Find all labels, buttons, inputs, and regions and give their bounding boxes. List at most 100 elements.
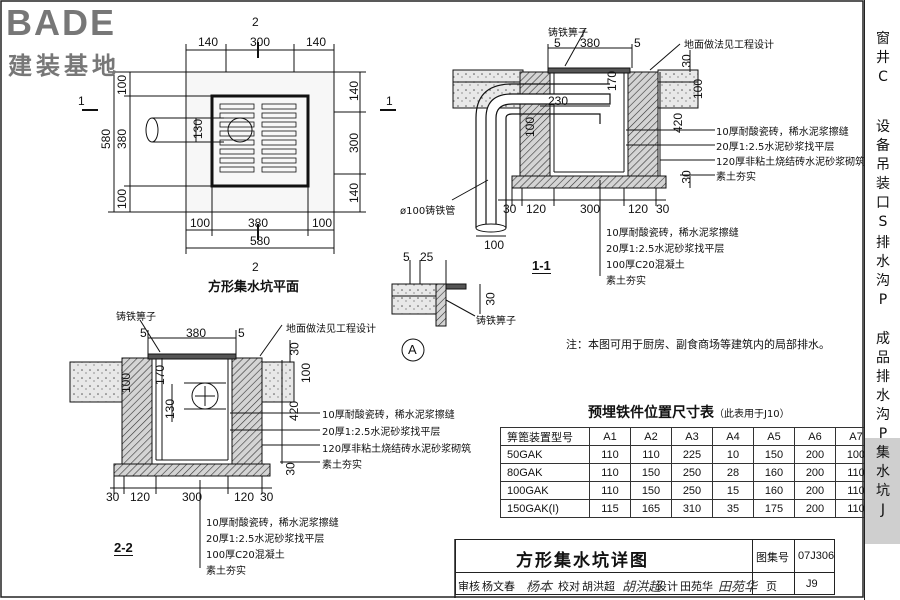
dim-bottom: 120 (130, 490, 151, 504)
dim: 100 (523, 116, 538, 138)
checker-signature: 胡洪超 (622, 580, 662, 595)
base-note: 20厚1:2.5水泥砂浆找平层 (206, 534, 325, 545)
table-cell: 225 (671, 445, 713, 464)
section-mark-2: 2 (252, 15, 259, 29)
table-header-row: 箅篦装置型号 A1 A2 A3 A4 A5 A6 A7 (500, 427, 877, 446)
table-header: 箅篦装置型号 (500, 427, 590, 446)
plan-bottom-dim: 100 (190, 216, 211, 230)
tab-char: C (878, 69, 888, 85)
table-cell: 150 (630, 463, 672, 482)
tab-char: 品 (876, 350, 890, 366)
table-cell: 110 (589, 445, 631, 464)
base-note: 10厚耐酸瓷砖，稀水泥浆擦缝 (606, 228, 739, 239)
table-cell: 310 (671, 499, 713, 518)
table-cell: 50GAK (500, 445, 590, 464)
tab-char: 水 (876, 464, 890, 480)
drawing-title: 方形集水坑详图 (516, 551, 649, 571)
table-cell: 100GAK (500, 481, 590, 500)
reviewer-signature: 杨本 (526, 580, 553, 595)
table-title-note: （此表用于J10） (714, 409, 790, 420)
tab-drainage-ditch[interactable]: 排 水 沟 P (865, 234, 900, 314)
reviewer-name: 杨文春 (482, 580, 515, 593)
detail-dim: 5 (403, 250, 410, 264)
dim-bottom: 30 (260, 490, 274, 504)
table-cell: 150GAK(I) (500, 499, 590, 518)
table-header: A1 (589, 427, 631, 446)
design-label: 设计 (656, 580, 678, 593)
table-cell: 15 (712, 481, 754, 500)
tab-char: 井 (876, 50, 890, 66)
table-cell: 200 (794, 463, 836, 482)
tab-char: P (878, 426, 888, 442)
table-header: A5 (753, 427, 795, 446)
pipe-width: 100 (484, 238, 505, 252)
tab-char: 吊 (876, 157, 890, 173)
table-cell: 150 (753, 445, 795, 464)
section-2-2 (69, 319, 320, 568)
tab-char: 水 (876, 254, 890, 270)
tab-char: 口 (876, 195, 890, 211)
atlas-number: 07J306 (798, 550, 835, 562)
review-label: 审核 (458, 580, 480, 593)
tab-sump-pit[interactable]: 集 水 坑 J (865, 438, 900, 544)
floor-note: 地面做法见工程设计 (286, 324, 376, 335)
dim-top: 5 (554, 36, 561, 50)
base-note: 100厚C20混凝土 (606, 260, 685, 271)
detail-a (391, 260, 481, 362)
wall-note: 20厚1:2.5水泥砂浆找平层 (322, 427, 441, 438)
sheet-border (0, 0, 864, 598)
dim: 230 (548, 94, 569, 108)
dim-top: 5 (238, 326, 245, 340)
tab-char: 排 (876, 369, 890, 385)
dim-bottom: 30 (106, 490, 120, 504)
general-note: 注：本图可用于厨房、副食商场等建筑内的局部排水。 (566, 338, 830, 351)
table-cell: 200 (794, 499, 836, 518)
table-cell: 250 (671, 481, 713, 500)
dim: 30 (287, 342, 302, 356)
plan-overall-dim: 580 (250, 234, 271, 248)
plan-title: 方形集水坑平面 (208, 280, 300, 295)
tab-window-well[interactable]: 窗 井 C (865, 30, 900, 100)
table-cell: 160 (753, 481, 795, 500)
dim: 30 (283, 462, 298, 476)
wall-note: 素土夯实 (322, 460, 362, 471)
plan-left-dim: 100 (115, 188, 130, 210)
tab-char: 沟 (876, 407, 890, 423)
plan-top-dim: 140 (198, 35, 219, 49)
tab-char: 坑 (876, 483, 890, 499)
floor-note: 地面做法见工程设计 (684, 40, 774, 51)
wall-note: 20厚1:2.5水泥砂浆找平层 (716, 142, 835, 153)
designer-signature: 田苑华 (718, 580, 758, 595)
tab-char: 窗 (876, 31, 890, 47)
watermark-text: 建装基地 (8, 52, 120, 80)
table-header: A4 (712, 427, 754, 446)
section-mark-1: 1 (78, 94, 85, 108)
plan-left-dim: 380 (115, 128, 130, 150)
base-note: 100厚C20混凝土 (206, 550, 285, 561)
detail-dim: 30 (483, 292, 498, 306)
tab-char: 成 (876, 331, 890, 347)
page-label: 页 (766, 580, 777, 593)
table-cell: 250 (671, 463, 713, 482)
section-mark-2: 2 (252, 260, 259, 274)
tab-char: 沟 (876, 273, 890, 289)
tab-prefab-drainage-ditch[interactable]: 成 品 排 水 沟 P (865, 330, 900, 448)
table-header: A6 (794, 427, 836, 446)
dim: 100 (299, 362, 314, 384)
title-block: 方形集水坑详图 图集号 07J306 页 J9 审核 杨文春 杨本 校对 胡洪超… (455, 539, 835, 595)
table-row: 150GAK(I) 115 165 310 35 175 200 110 (500, 499, 877, 518)
table-cell: 150 (630, 481, 672, 500)
dim: 30 (679, 170, 694, 184)
tab-char: P (878, 292, 888, 308)
tab-equipment-hoist-opening[interactable]: 设 备 吊 装 口 S (865, 118, 900, 236)
section-2-2-title: 2-2 (114, 540, 133, 556)
wall-note: 120厚非粘土烧结砖水泥砂浆砌筑 (322, 444, 472, 455)
table-cell: 115 (589, 499, 631, 518)
section-1-1-title: 1-1 (532, 258, 551, 274)
table-cell: 110 (630, 445, 672, 464)
table-cell: 35 (712, 499, 754, 518)
table-cell: 160 (753, 463, 795, 482)
base-note: 素土夯实 (206, 566, 246, 577)
plan-view (82, 42, 396, 254)
